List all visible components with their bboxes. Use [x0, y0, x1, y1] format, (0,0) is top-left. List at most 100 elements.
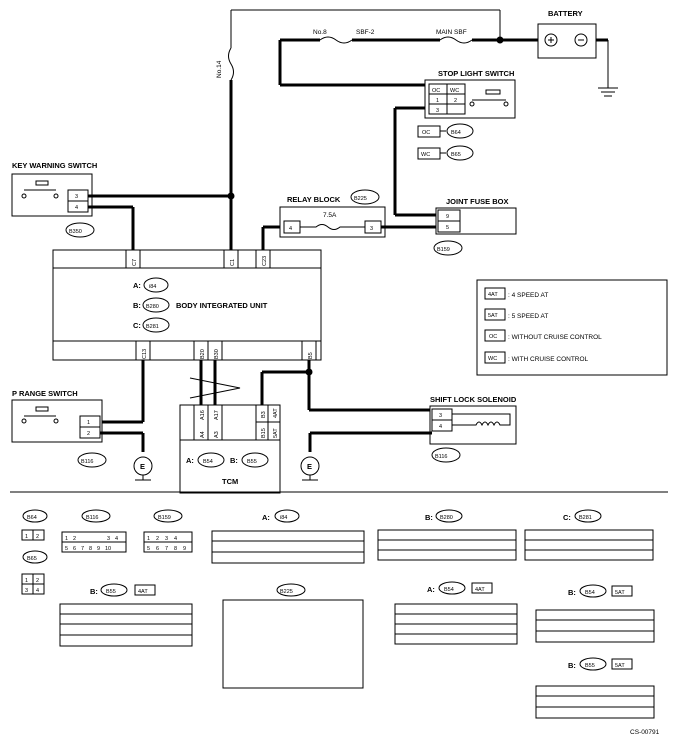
svg-text:2: 2	[156, 536, 159, 542]
svg-text:A:: A:	[427, 585, 435, 594]
svg-text:3: 3	[439, 413, 442, 419]
svg-text:4: 4	[289, 226, 292, 232]
tcm-label: TCM	[222, 477, 238, 486]
svg-text:5: 5	[446, 225, 449, 231]
joint-fuse-box-label: JOINT FUSE BOX	[446, 197, 509, 206]
solenoid-coil	[452, 413, 511, 427]
svg-text:C:: C:	[133, 321, 141, 330]
svg-text:A3: A3	[214, 431, 220, 438]
svg-text:2: 2	[454, 98, 457, 104]
svg-text:1: 1	[25, 534, 28, 540]
svg-text:B281: B281	[579, 515, 592, 521]
connector-views: B64 1 2 B65 1 2 3 4 B116 1 2 3 4 5 6 7 8…	[21, 509, 655, 719]
connector-b159-callout	[433, 240, 463, 256]
svg-text:OC: OC	[489, 334, 497, 340]
svg-text:E: E	[140, 462, 145, 471]
svg-text:2: 2	[73, 536, 76, 542]
connector-b65-callout	[446, 145, 474, 161]
svg-text:1: 1	[436, 98, 439, 104]
svg-text:5AT: 5AT	[488, 313, 498, 319]
svg-text:A4: A4	[200, 431, 206, 438]
svg-text:7: 7	[165, 546, 168, 552]
svg-text:4: 4	[174, 536, 177, 542]
svg-text:B15: B15	[261, 428, 267, 438]
fuse-no14-symbol	[228, 47, 234, 81]
svg-text:6: 6	[73, 546, 76, 552]
svg-text:B3: B3	[261, 411, 267, 418]
connector-b281-callout	[142, 317, 170, 333]
connector-b116-callout	[77, 452, 107, 468]
p-range-switch-label: P RANGE SWITCH	[12, 389, 78, 398]
svg-text:2: 2	[87, 431, 90, 437]
main-sbf-symbol	[439, 36, 473, 44]
svg-text:B:: B:	[133, 301, 141, 310]
svg-text:5AT: 5AT	[615, 663, 625, 669]
svg-text:1: 1	[87, 420, 90, 426]
key-warning-switch-label: KEY WARNING SWITCH	[12, 161, 97, 170]
svg-text:: 4 SPEED AT: : 4 SPEED AT	[508, 292, 548, 299]
svg-text:C:: C:	[563, 513, 571, 522]
svg-text:B30: B30	[214, 349, 220, 359]
svg-text:5: 5	[147, 546, 150, 552]
body-integrated-unit-label: BODY INTEGRATED UNIT	[176, 301, 268, 310]
svg-text:B64: B64	[27, 515, 37, 521]
svg-text:E: E	[307, 462, 312, 471]
svg-text:B116: B116	[81, 459, 93, 465]
svg-text:5: 5	[65, 546, 68, 552]
svg-text:3: 3	[25, 588, 28, 594]
svg-text:: 5 SPEED AT: : 5 SPEED AT	[508, 313, 548, 320]
svg-text:B55: B55	[247, 459, 257, 465]
svg-text:A16: A16	[200, 410, 206, 420]
svg-text:4: 4	[115, 536, 118, 542]
svg-text:B64: B64	[451, 130, 461, 136]
battery	[537, 23, 597, 59]
svg-text:B350: B350	[69, 229, 82, 235]
connector-i84-callout	[143, 277, 169, 293]
svg-text:WC: WC	[421, 152, 430, 158]
fuse-no14-label: No.14	[216, 60, 223, 78]
svg-text:1: 1	[25, 578, 28, 584]
svg-text:9: 9	[446, 214, 449, 220]
svg-text:B116: B116	[86, 515, 98, 521]
connector-b55-callout	[241, 452, 269, 468]
stop-light-switch-label: STOP LIGHT SWITCH	[438, 69, 514, 78]
svg-text:B:: B:	[425, 513, 433, 522]
svg-text:i84: i84	[149, 284, 156, 290]
svg-text:B54: B54	[203, 459, 213, 465]
svg-text:B65: B65	[451, 152, 461, 158]
svg-text:B54: B54	[585, 590, 595, 596]
svg-text:2: 2	[36, 578, 39, 584]
shift-lock-solenoid-label: SHIFT LOCK SOLENOID	[430, 395, 517, 404]
svg-text:C1: C1	[230, 259, 236, 266]
svg-text:i84: i84	[280, 515, 287, 521]
svg-text:OC: OC	[422, 130, 430, 136]
relay-block-label: RELAY BLOCK	[287, 195, 341, 204]
svg-text:A:: A:	[186, 456, 194, 465]
svg-text:OC: OC	[432, 88, 440, 94]
connector-b280-callout	[142, 297, 170, 313]
svg-text:B65: B65	[27, 556, 37, 562]
svg-text:B159: B159	[437, 247, 450, 253]
svg-text:2: 2	[36, 534, 39, 540]
svg-text:B159: B159	[158, 515, 171, 521]
svg-text:3: 3	[75, 194, 78, 200]
svg-text:9: 9	[97, 546, 100, 552]
svg-text:3: 3	[370, 226, 373, 232]
svg-text:5AT: 5AT	[273, 428, 279, 438]
svg-text:A:: A:	[133, 281, 141, 290]
main-sbf-label: MAIN SBF	[436, 29, 467, 36]
fuse-no8-symbol	[319, 36, 353, 44]
svg-text:3: 3	[107, 536, 110, 542]
svg-text:: WITHOUT CRUISE CONTROL: : WITHOUT CRUISE CONTROL	[508, 334, 602, 341]
svg-text:4: 4	[75, 205, 78, 211]
svg-text:9: 9	[183, 546, 186, 552]
svg-text:B55: B55	[106, 589, 116, 595]
legend	[476, 279, 668, 376]
tcm	[179, 404, 281, 494]
svg-text:: WITH CRUISE CONTROL: : WITH CRUISE CONTROL	[508, 356, 589, 363]
battery-label: BATTERY	[548, 9, 583, 18]
svg-text:7: 7	[81, 546, 84, 552]
svg-text:B225: B225	[354, 196, 367, 202]
svg-text:3: 3	[436, 108, 439, 114]
